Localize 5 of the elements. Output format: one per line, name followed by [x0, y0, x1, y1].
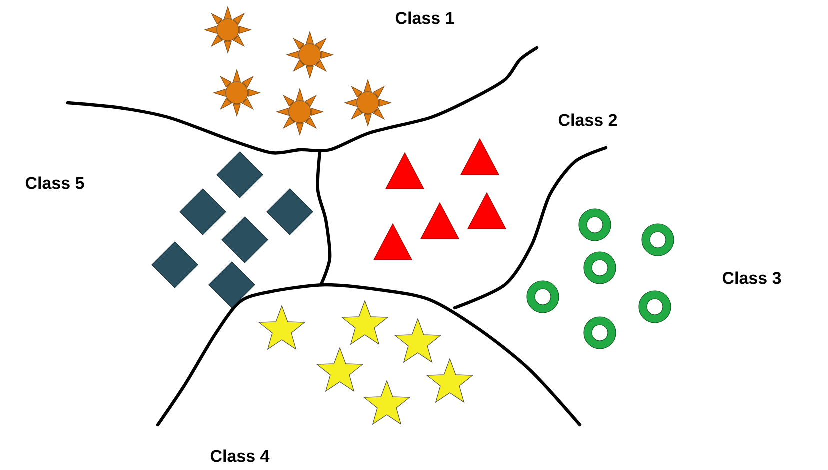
class-label: Class 2	[558, 114, 618, 126]
class-label: Class 3	[722, 272, 782, 284]
class-label: Class 5	[26, 176, 84, 190]
class-label: Class 4	[210, 450, 270, 462]
class-label: Class 1	[396, 12, 454, 24]
